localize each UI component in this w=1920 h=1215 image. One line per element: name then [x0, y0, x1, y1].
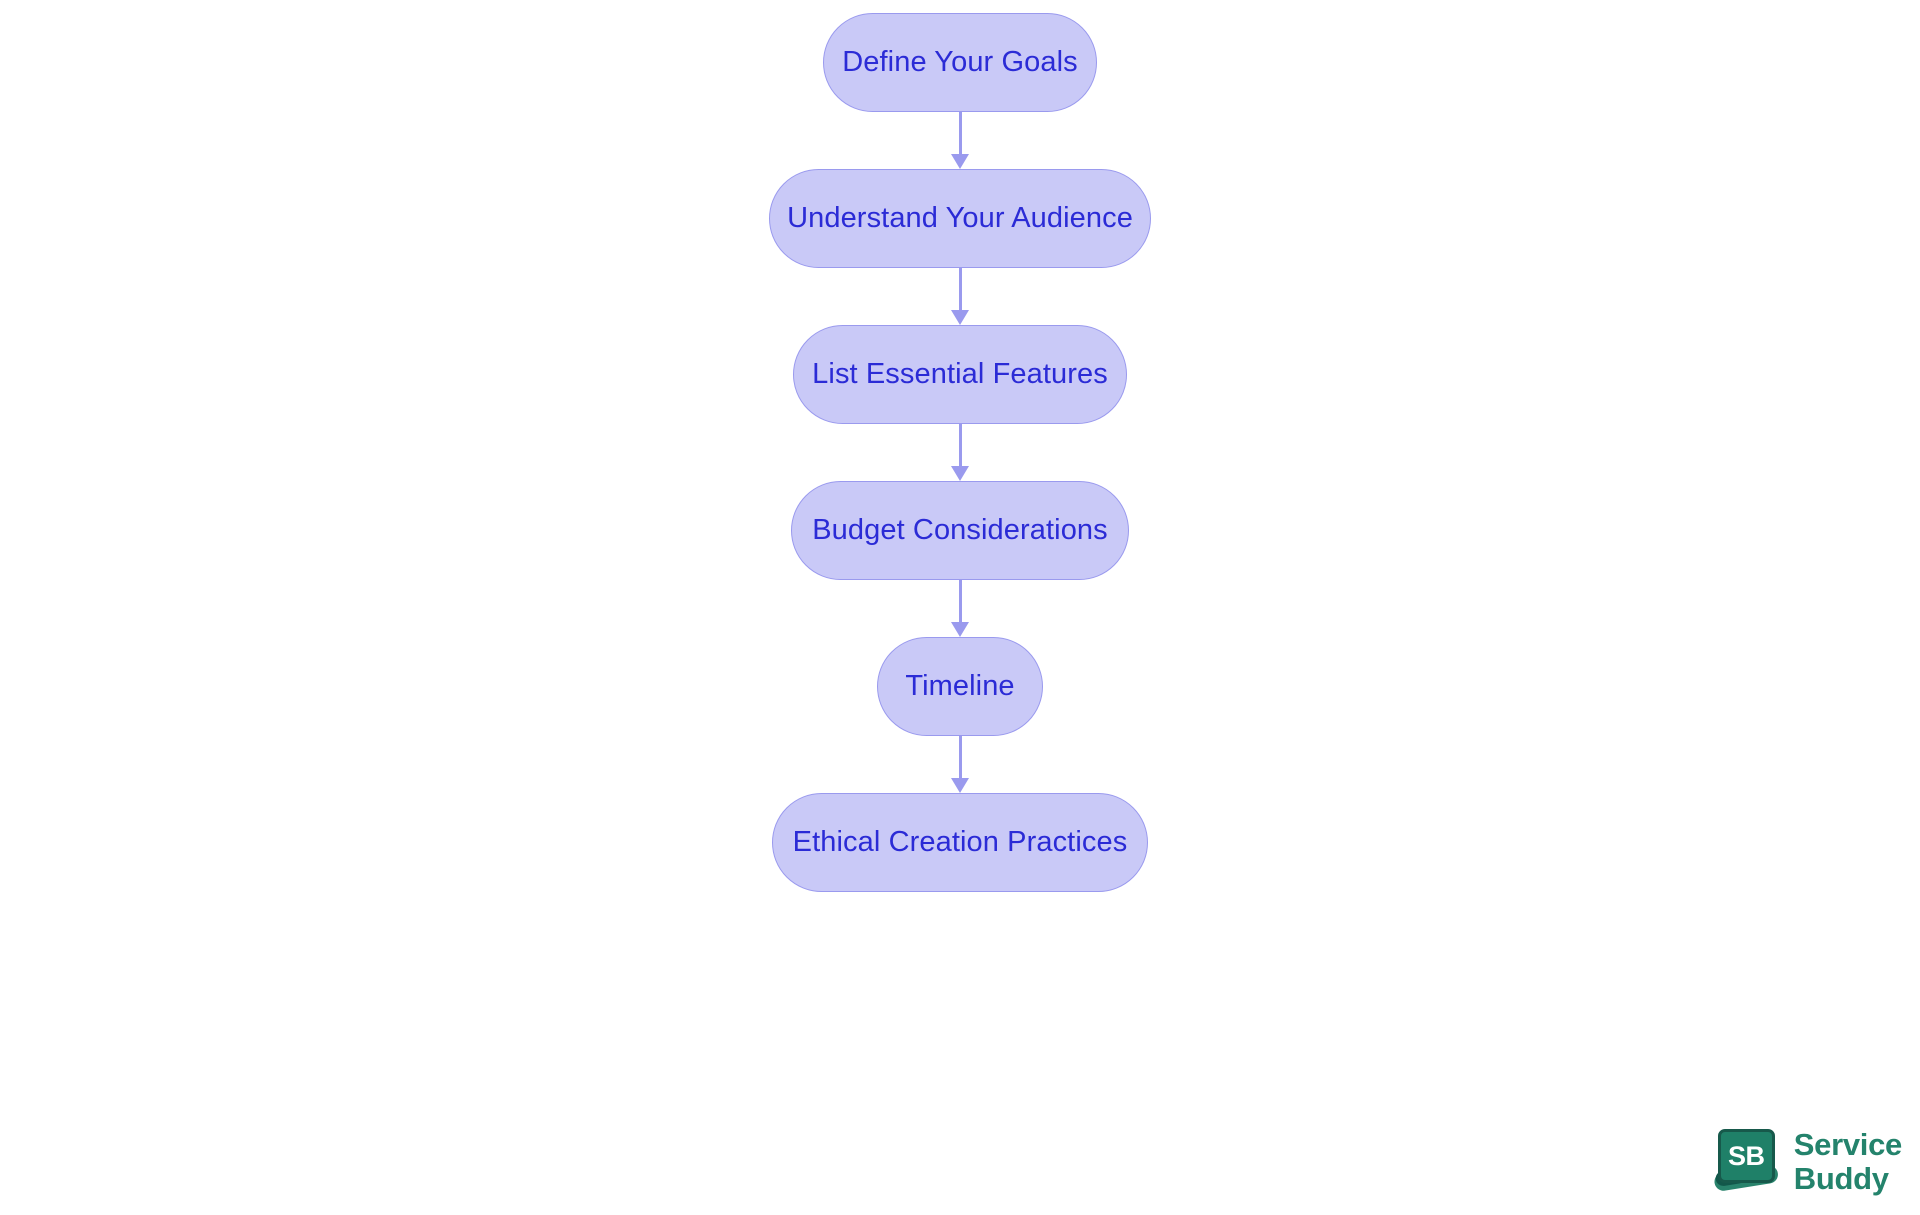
flow-node-ethical-creation-practices[interactable]: Ethical Creation Practices: [772, 793, 1148, 892]
flow-node-budget-considerations[interactable]: Budget Considerations: [791, 481, 1129, 580]
flow-node-timeline[interactable]: Timeline: [877, 637, 1043, 736]
down-arrow-icon: [951, 622, 969, 637]
flow-node-column: Define Your Goals Understand Your Audien…: [769, 13, 1151, 892]
flow-connector-audience-to-features: [951, 268, 969, 325]
flow-node-list-essential-features[interactable]: List Essential Features: [793, 325, 1127, 424]
connector-stem: [958, 112, 962, 154]
connector-stem: [958, 736, 962, 778]
logo-name-line-1: Service: [1793, 1126, 1903, 1162]
flow-node-label: Ethical Creation Practices: [792, 826, 1128, 858]
sb-badge-icon: SB: [1712, 1127, 1782, 1195]
flow-connector-timeline-to-ethical: [951, 736, 969, 793]
down-arrow-icon: [951, 154, 969, 169]
connector-stem: [958, 580, 962, 622]
connector-stem: [958, 424, 962, 466]
flow-connector-features-to-budget: [951, 424, 969, 481]
flow-connector-budget-to-timeline: [951, 580, 969, 637]
down-arrow-icon: [951, 310, 969, 325]
logo-name-line-2: Buddy: [1793, 1160, 1889, 1196]
flow-connector-goals-to-audience: [951, 112, 969, 169]
logo-badge-text: SB: [1728, 1140, 1765, 1171]
flow-node-label: Timeline: [905, 670, 1015, 702]
down-arrow-icon: [951, 778, 969, 793]
flow-node-define-your-goals[interactable]: Define Your Goals: [823, 13, 1097, 112]
flow-node-label: Budget Considerations: [812, 514, 1108, 546]
connector-stem: [958, 268, 962, 310]
flow-node-understand-your-audience[interactable]: Understand Your Audience: [769, 169, 1151, 268]
flow-node-label: Define Your Goals: [842, 46, 1078, 78]
logo-wordmark: Service Buddy: [1793, 1126, 1903, 1196]
logo-badge-square: SB: [1717, 1129, 1775, 1183]
flow-node-label: List Essential Features: [812, 358, 1108, 390]
down-arrow-icon: [951, 466, 969, 481]
service-buddy-logo: SB Service Buddy: [1712, 1126, 1903, 1196]
flow-node-label: Understand Your Audience: [787, 202, 1133, 234]
